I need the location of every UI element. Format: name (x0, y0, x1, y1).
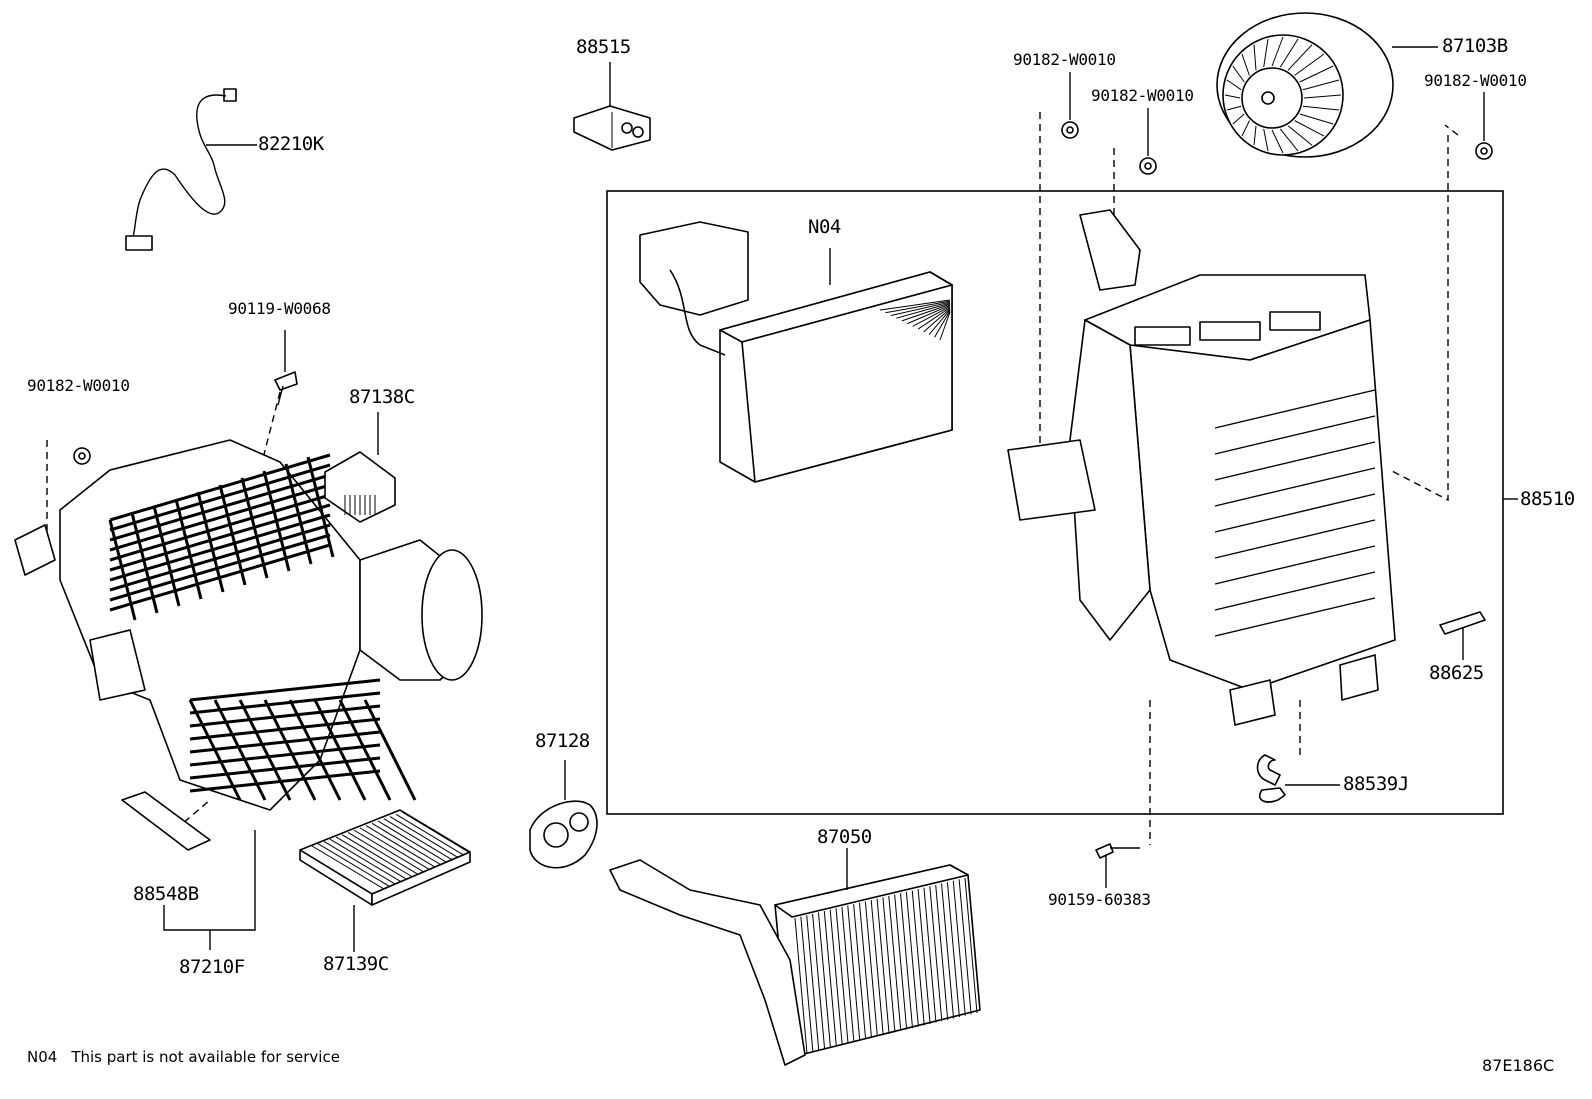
resistor-87138C[interactable] (324, 412, 396, 523)
grommet-87128[interactable] (529, 760, 598, 869)
screw-90119[interactable] (274, 330, 298, 406)
label-90119: 90119-W0068 (228, 299, 331, 318)
wire-harness-82210K[interactable] (125, 88, 257, 251)
label-90182-c: 90182-W0010 (1424, 71, 1527, 90)
nut-90182-b[interactable] (1139, 108, 1157, 175)
label-88539J: 88539J (1343, 773, 1409, 795)
label-87128: 87128 (535, 730, 590, 752)
evaporator-N04 (639, 221, 953, 483)
label-N04: N04 (808, 216, 841, 238)
label-82210K: 82210K (258, 133, 324, 155)
blower-case-87210F (14, 439, 483, 811)
heater-core-87050 (609, 848, 981, 1066)
nut-90182-d[interactable] (73, 447, 91, 465)
label-90182-d: 90182-W0010 (27, 376, 130, 395)
label-87138C: 87138C (349, 386, 415, 408)
clip-88625[interactable] (1439, 611, 1486, 660)
label-87139C: 87139C (323, 953, 389, 975)
nut-90182-a[interactable] (1061, 72, 1079, 139)
clamp-88539J[interactable] (1256, 754, 1341, 803)
label-87210F: 87210F (179, 956, 245, 978)
nut-90182-c[interactable] (1475, 92, 1493, 160)
pad-88548B[interactable] (121, 791, 211, 851)
screw-90159[interactable] (1095, 843, 1140, 888)
footnote: N04 This part is not available for servic… (27, 1048, 340, 1066)
blower-motor-87103B[interactable] (1216, 12, 1438, 158)
label-90182-b: 90182-W0010 (1091, 86, 1194, 105)
label-90182-a: 90182-W0010 (1013, 50, 1116, 69)
assembly-88510-frame (606, 190, 1504, 815)
diagram-id: 87E186C (1482, 1056, 1555, 1075)
label-90159: 90159-60383 (1048, 890, 1151, 909)
hvac-unit-88510 (1007, 209, 1396, 726)
filter-87139C[interactable] (299, 809, 471, 952)
footnote-code: N04 (27, 1048, 58, 1066)
expansion-valve-88515[interactable] (573, 62, 651, 151)
label-88625: 88625 (1429, 662, 1484, 684)
label-88510: 88510 (1520, 488, 1575, 510)
label-88515: 88515 (576, 36, 631, 58)
label-88548B: 88548B (133, 883, 199, 905)
footnote-text: This part is not available for service (71, 1048, 340, 1066)
label-87050: 87050 (817, 826, 872, 848)
label-87103B: 87103B (1442, 35, 1508, 57)
